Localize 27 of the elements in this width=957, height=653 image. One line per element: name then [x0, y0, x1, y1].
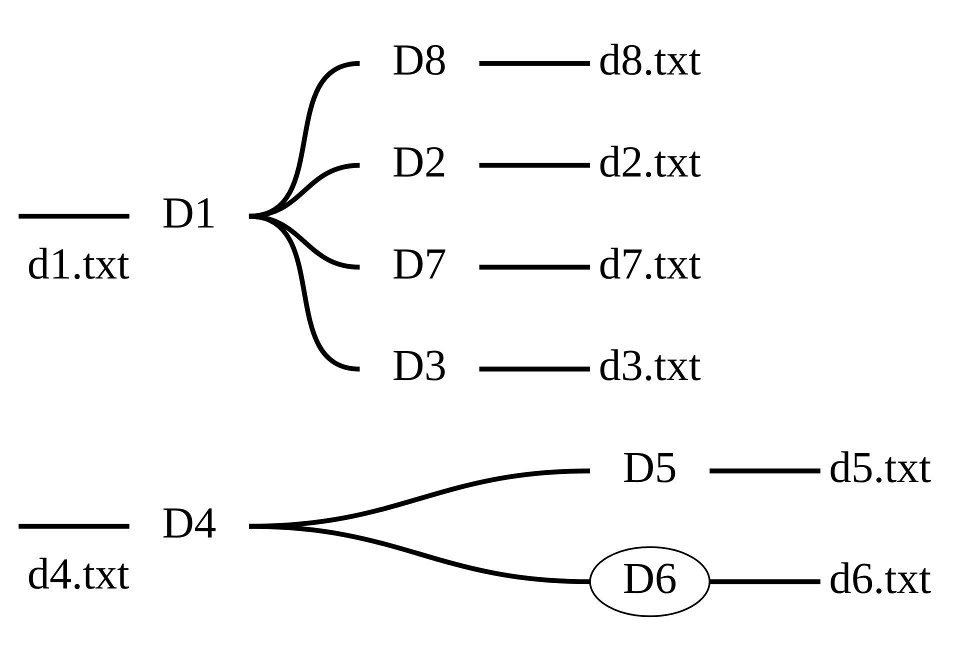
node-text: D1 [162, 188, 216, 238]
connector [479, 366, 590, 372]
node-text: D7 [392, 239, 447, 288]
connector [248, 214, 360, 372]
connector [479, 61, 590, 66]
connector [248, 61, 360, 219]
node-text: D3 [392, 341, 447, 390]
node-text: d3.txt [598, 341, 701, 390]
connector [710, 468, 820, 474]
node-text: d5.txt [829, 443, 932, 492]
node-label: d1.txt [27, 239, 130, 288]
node-text: d7.txt [598, 239, 701, 288]
connector [479, 162, 590, 168]
node-text: d8.txt [598, 36, 701, 85]
node-text: d6.txt [829, 554, 932, 603]
node-text: D2 [392, 137, 447, 186]
connector [18, 214, 130, 219]
node-text: D4 [162, 498, 216, 548]
connector [479, 264, 590, 270]
connector [710, 579, 820, 584]
node-text: D5 [622, 443, 677, 492]
node-text: D8 [392, 36, 447, 85]
node-ellipse: D6 [589, 546, 711, 618]
node-label: d4.txt [27, 549, 130, 598]
connector [18, 524, 130, 529]
node-text: d2.txt [598, 137, 701, 186]
connector [248, 524, 590, 584]
